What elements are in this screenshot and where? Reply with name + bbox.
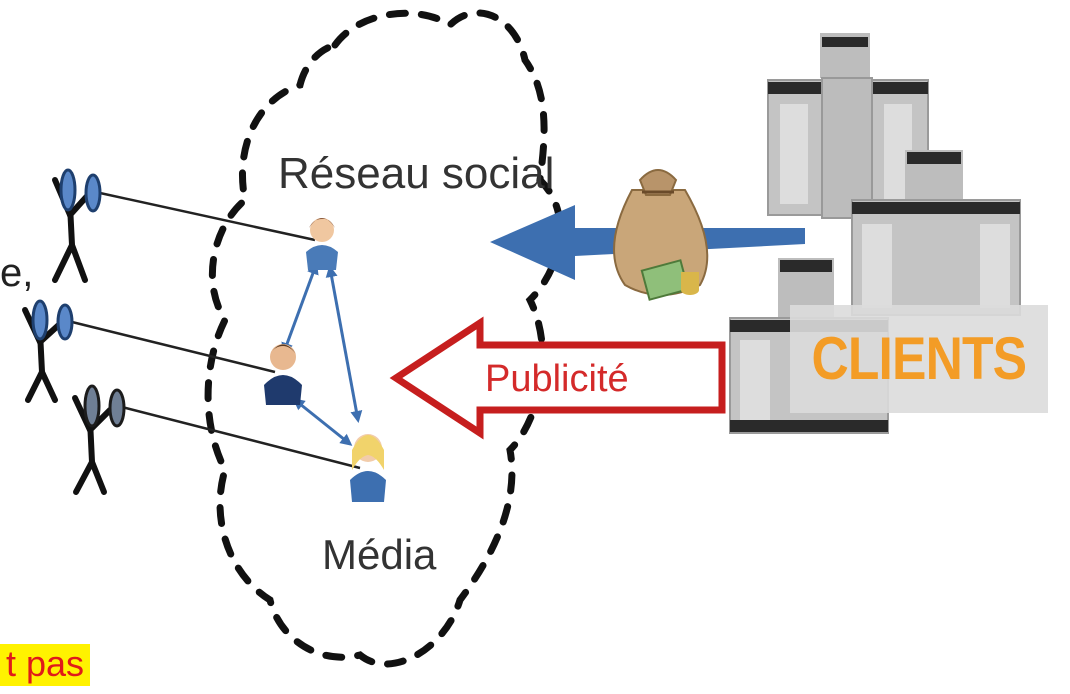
building-right-icon: [851, 150, 1021, 316]
link-arrow-2: [325, 265, 363, 423]
cloud-outline: [204, 9, 564, 668]
connection-line-3: [117, 404, 361, 470]
building-back-icon: [767, 33, 929, 219]
blonde-avatar-icon: [350, 434, 386, 502]
connection-line-1: [99, 191, 316, 242]
woman-avatar-icon: [306, 218, 338, 270]
ad-label: Publicité: [485, 358, 629, 400]
connection-line-2: [71, 320, 276, 374]
stick-figure-2-icon: [22, 299, 74, 403]
stick-figure-1-icon: [52, 168, 102, 283]
money-bag-icon: [613, 169, 709, 301]
ad-arrow: [389, 316, 726, 440]
highlighted-text: t pas: [0, 644, 91, 686]
clients-label: CLIENTS: [790, 305, 1048, 413]
left-cut-text: e,: [0, 251, 34, 295]
man-avatar-icon: [264, 344, 302, 405]
network-label: Réseau social: [278, 149, 555, 198]
clients-text: CLIENTS: [811, 325, 1028, 392]
link-arrow-3: [292, 398, 353, 446]
media-label: Média: [322, 531, 437, 578]
link-arrow-1: [281, 262, 319, 355]
stick-figure-3-icon: [72, 384, 126, 495]
